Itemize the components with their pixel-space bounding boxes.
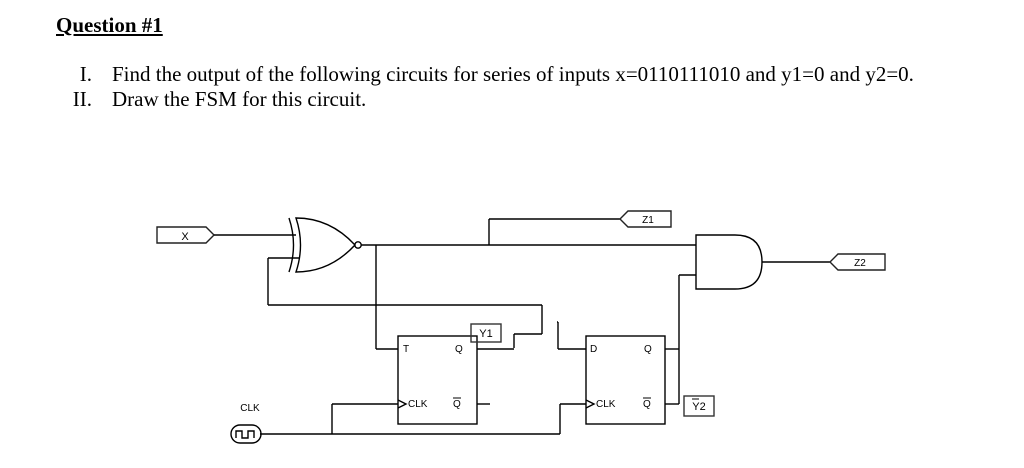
ff1-clock-triangle [397,399,408,409]
ff2-clock-triangle [585,399,596,409]
question-number: I. [79,62,92,86]
ff1-t-label: T [403,344,409,355]
clock-wave-icon [235,430,255,439]
output-z1-pin [619,210,672,228]
output-z1-label: Z1 [642,215,654,226]
ff2-qbar-label: Q [643,399,651,410]
and-gate [695,234,763,290]
question-item-1: I. Find the output of the following circ… [0,62,1024,87]
flip-flop-d [585,335,666,425]
ff1-qbar-label: Q [453,399,461,410]
question-text: Find the output of the following circuit… [112,62,914,86]
y1-label: Y1 [479,328,492,340]
clock-source [230,424,262,444]
question-number: II. [72,87,92,111]
input-x-pin [156,226,215,244]
clk-source-label: CLK [240,403,260,414]
y1-label-box [470,323,502,343]
y2-label: Y2 [692,401,705,413]
question-text: Draw the FSM for this circuit. [112,87,367,111]
question-heading: Question #1 [56,13,163,37]
y2-label-box [683,395,715,417]
question-list: I. Find the output of the following circ… [0,62,1024,112]
ff2-clk-label: CLK [596,399,616,410]
ff2-d-label: D [590,344,597,355]
output-z2-pin [829,253,886,271]
ff1-q-label: Q [455,344,463,355]
ff1-clk-label: CLK [408,399,428,410]
flip-flop-t [397,335,478,425]
ff2-q-label: Q [644,344,652,355]
xnor-gate [288,217,362,273]
output-z2-label: Z2 [854,258,866,269]
input-x-label: X [181,231,189,243]
question-item-2: II. Draw the FSM for this circuit. [0,87,1024,112]
